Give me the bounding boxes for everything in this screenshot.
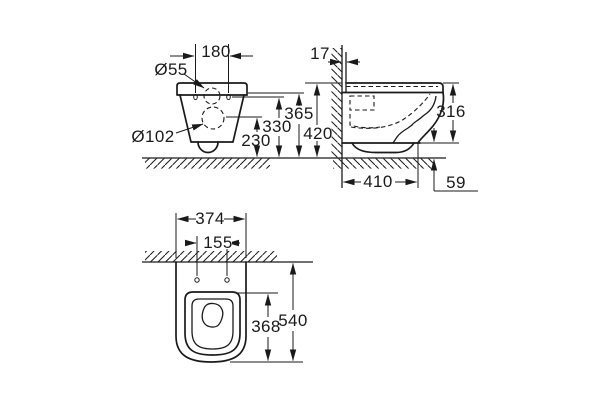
dim-label-374: 374 — [195, 209, 225, 228]
front-rim-outline — [176, 82, 248, 96]
dim-label-dia55: Ø55 — [154, 60, 187, 79]
spud-circle-55 — [203, 87, 221, 105]
side-view: 17 420 316 410 59 — [303, 44, 478, 192]
seat-inner-ring — [191, 298, 234, 350]
dim-230: 230 — [226, 116, 271, 157]
dim-155: 155 — [185, 233, 240, 276]
outlet-circle-102 — [201, 106, 225, 130]
callout-dia102: Ø102 — [131, 123, 204, 146]
dim-420: 420 — [303, 82, 342, 157]
dim-374: 374 — [175, 209, 247, 258]
dim-label-59: 59 — [446, 173, 466, 192]
front-view: 180 Ø55 Ø102 365 330 — [131, 42, 446, 169]
dim-label-155: 155 — [203, 233, 233, 252]
dim-label-17: 17 — [310, 44, 330, 63]
dim-label-180: 180 — [201, 42, 231, 61]
plan-hole-left — [194, 277, 200, 283]
side-ground-hatch — [333, 158, 433, 169]
dim-label-368: 368 — [251, 317, 281, 336]
dim-label-365: 365 — [284, 104, 314, 123]
mount-hole-left — [193, 93, 198, 101]
dim-368: 368 — [237, 292, 281, 361]
front-body-outline — [179, 94, 245, 143]
seat-top-line — [345, 82, 444, 94]
callout-dia55: Ø55 — [154, 60, 205, 89]
wall-hatch — [331, 48, 342, 158]
drain-blob — [201, 302, 224, 328]
front-outlet-bump — [197, 141, 219, 154]
plan-view: 374 155 540 368 — [142, 209, 313, 363]
bowl-bottom-arc — [351, 142, 415, 154]
dim-59: 59 — [430, 128, 478, 192]
dim-17: 17 — [310, 44, 360, 66]
dim-label-316: 316 — [436, 102, 466, 121]
mount-hole-right — [226, 93, 231, 101]
plan-outline — [175, 261, 247, 363]
dim-label-420: 420 — [303, 124, 333, 143]
plan-hole-right — [224, 277, 230, 283]
inner-bowl-dashed — [350, 93, 431, 129]
dim-410: 410 — [343, 143, 419, 191]
dim-label-230: 230 — [241, 131, 271, 150]
dim-label-330: 330 — [262, 117, 292, 136]
dim-540: 540 — [230, 263, 308, 363]
dim-label-410: 410 — [363, 172, 393, 191]
dim-316: 316 — [420, 82, 466, 144]
front-profile-curve — [417, 91, 445, 144]
flush-channel-dashed — [349, 95, 375, 111]
ground-hatch — [145, 158, 270, 169]
plan-wall-hatch — [145, 251, 277, 262]
dim-label-dia102: Ø102 — [131, 127, 174, 146]
dim-180: 180 — [170, 42, 253, 93]
seat-outer-ring — [184, 291, 241, 356]
dim-365: 365 — [248, 92, 314, 157]
dim-label-540: 540 — [278, 311, 308, 330]
inner-bowl-break-line — [392, 95, 437, 144]
dim-330: 330 — [232, 96, 292, 157]
